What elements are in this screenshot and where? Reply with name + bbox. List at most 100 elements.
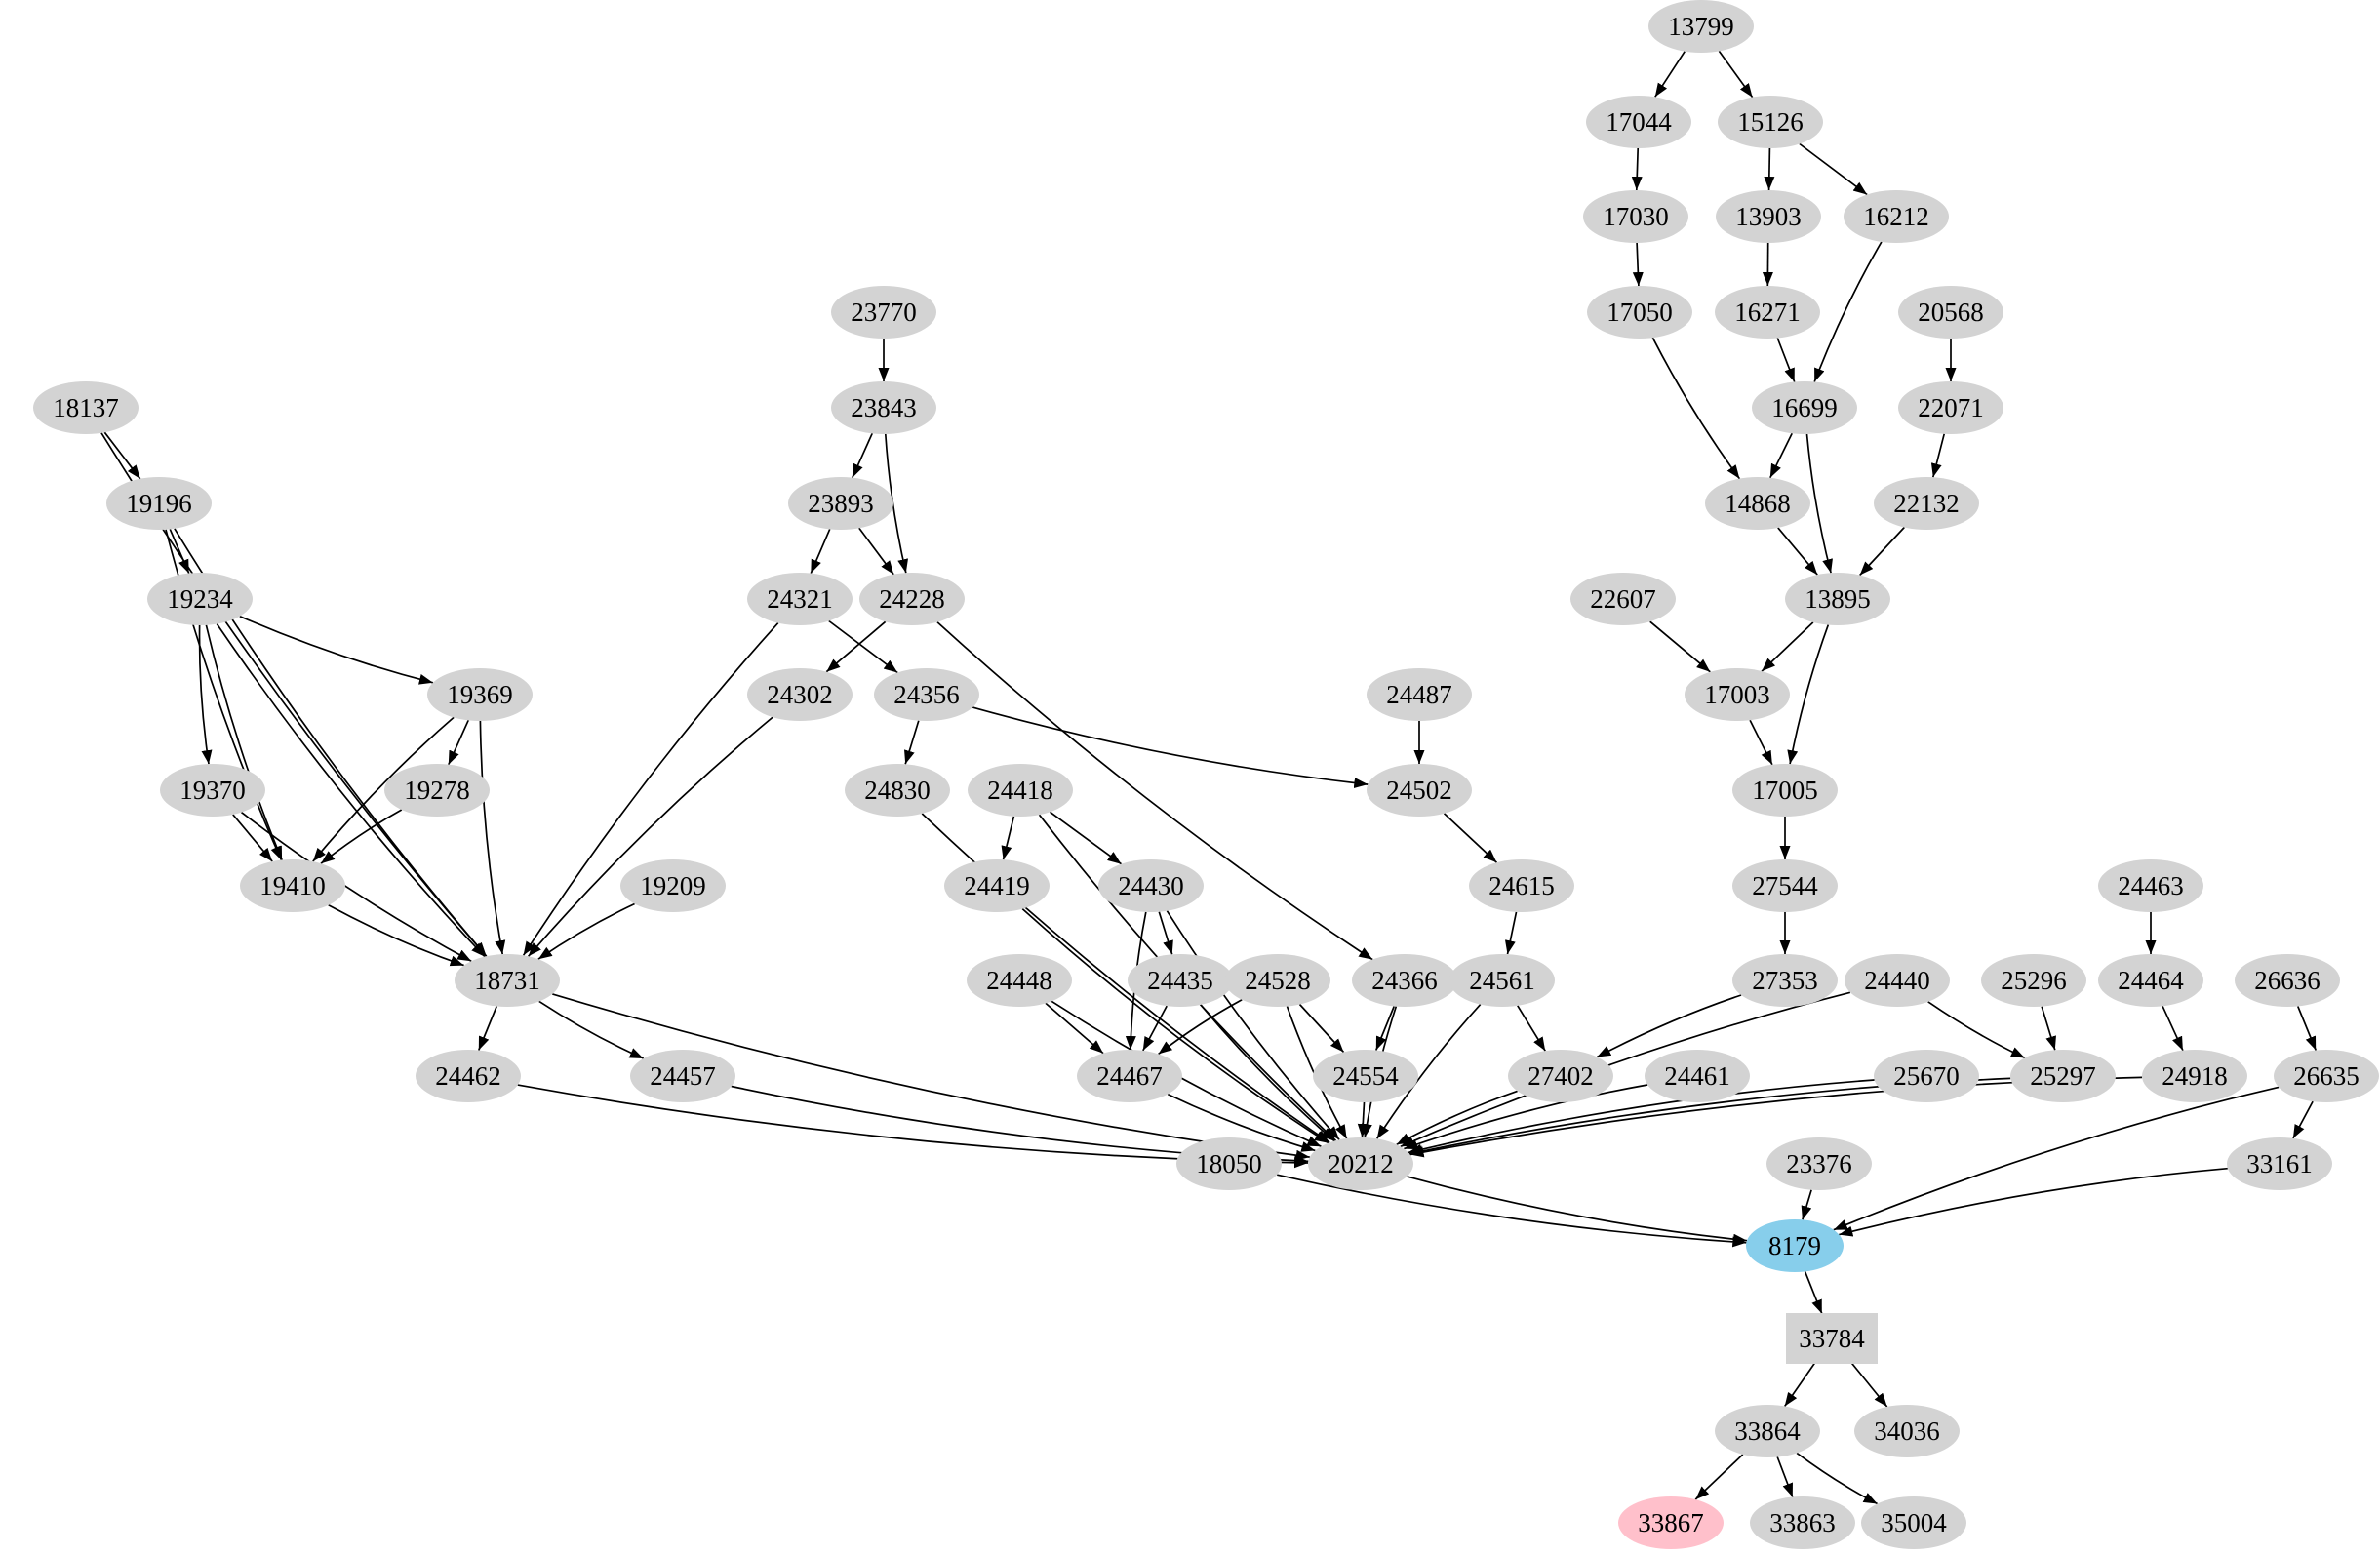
node-ellipse-26636 — [2235, 954, 2340, 1007]
graph-edge-24430-20212 — [1166, 910, 1340, 1140]
node-label-24435: 24435 — [1147, 966, 1213, 995]
graph-node-16212: 16212 — [1844, 190, 1949, 243]
graph-node-33863: 33863 — [1750, 1496, 1855, 1549]
graph-edge-26635-8179 — [1833, 1086, 2280, 1231]
graph-node-17005: 17005 — [1732, 764, 1838, 817]
graph-edge-22132-13895 — [1859, 526, 1905, 577]
graph-edge-24554-20212 — [1357, 1101, 1368, 1138]
graph-node-23843: 23843 — [831, 381, 936, 434]
node-label-24528: 24528 — [1245, 966, 1311, 995]
graph-node-35004: 35004 — [1861, 1496, 1966, 1549]
node-ellipse-24918 — [2142, 1050, 2247, 1102]
node-label-24561: 24561 — [1469, 966, 1535, 995]
node-label-24448: 24448 — [986, 966, 1052, 995]
node-label-34036: 34036 — [1874, 1416, 1940, 1446]
graph-node-33864: 33864 — [1715, 1405, 1820, 1457]
graph-node-27544: 27544 — [1732, 859, 1838, 912]
graph-edge-24528-24467 — [1158, 999, 1243, 1056]
graph-node-25297: 25297 — [2010, 1050, 2116, 1102]
graph-node-19278: 19278 — [384, 764, 490, 817]
node-label-17050: 17050 — [1606, 298, 1673, 327]
graph-edge-24561-20212 — [1375, 1004, 1482, 1139]
graph-node-8179: 8179 — [1746, 1219, 1844, 1272]
graph-edge-24321-24356 — [828, 619, 898, 674]
node-ellipse-19234 — [147, 573, 253, 625]
node-label-27402: 27402 — [1527, 1061, 1594, 1091]
graph-node-33161: 33161 — [2227, 1137, 2332, 1190]
graph-edge-23376-8179 — [1801, 1189, 1812, 1220]
node-ellipse-17003 — [1685, 668, 1790, 721]
graph-edge-14868-13895 — [1777, 527, 1818, 576]
node-ellipse-19369 — [427, 668, 533, 721]
node-ellipse-27402 — [1508, 1050, 1613, 1102]
node-ellipse-16699 — [1752, 381, 1857, 434]
node-ellipse-24554 — [1313, 1050, 1418, 1102]
node-ellipse-23770 — [831, 286, 936, 339]
graph-edge-24528-24554 — [1298, 1003, 1345, 1054]
node-label-33161: 33161 — [2246, 1149, 2313, 1178]
graph-edge-19278-19410 — [320, 809, 403, 864]
node-label-8179: 8179 — [1768, 1231, 1821, 1260]
graph-node-19209: 19209 — [620, 859, 726, 912]
node-label-33864: 33864 — [1734, 1416, 1801, 1446]
node-ellipse-19278 — [384, 764, 490, 817]
graph-edge-19234-18731 — [216, 623, 486, 958]
node-label-19369: 19369 — [447, 680, 513, 709]
node-label-25296: 25296 — [2001, 966, 2067, 995]
node-label-14868: 14868 — [1725, 489, 1791, 518]
graph-node-33784: 33784 — [1786, 1313, 1878, 1364]
graph-edge-19196-19410 — [165, 529, 283, 860]
node-label-13895: 13895 — [1805, 584, 1871, 614]
graph-edge-24461-20212 — [1404, 1084, 1648, 1150]
node-label-22071: 22071 — [1918, 393, 1984, 422]
graph-edge-16699-13895 — [1805, 433, 1833, 574]
graph-node-19196: 19196 — [106, 477, 212, 530]
graph-node-24440: 24440 — [1844, 954, 1950, 1007]
graph-edge-24356-24502 — [972, 706, 1368, 789]
graph-node-24228: 24228 — [859, 573, 965, 625]
graph-edge-17003-17005 — [1749, 719, 1773, 766]
node-ellipse-18137 — [33, 381, 139, 434]
node-label-24418: 24418 — [987, 776, 1053, 805]
node-ellipse-16271 — [1715, 286, 1820, 339]
node-ellipse-24419 — [944, 859, 1050, 912]
graph-node-24502: 24502 — [1367, 764, 1472, 817]
graph-node-19369: 19369 — [427, 668, 533, 721]
graph-node-24615: 24615 — [1469, 859, 1574, 912]
graph-edge-24418-24419 — [1001, 816, 1015, 860]
graph-edge-26636-26635 — [2297, 1006, 2317, 1051]
graph-edge-24228-24366 — [936, 621, 1373, 961]
node-label-17044: 17044 — [1606, 107, 1672, 137]
node-ellipse-17050 — [1587, 286, 1692, 339]
node-label-24830: 24830 — [864, 776, 931, 805]
graph-node-18050: 18050 — [1176, 1137, 1282, 1190]
graph-node-23893: 23893 — [788, 477, 893, 530]
node-label-17030: 17030 — [1603, 202, 1669, 231]
graph-edge-25670-20212 — [1408, 1079, 1875, 1155]
graph-edge-15126-16212 — [1799, 142, 1868, 196]
node-ellipse-25296 — [1981, 954, 2086, 1007]
node-label-19410: 19410 — [259, 871, 326, 900]
graph-node-18731: 18731 — [455, 954, 560, 1007]
node-ellipse-24528 — [1225, 954, 1330, 1007]
node-label-23843: 23843 — [851, 393, 917, 422]
graph-node-24321: 24321 — [747, 573, 853, 625]
graph-node-17030: 17030 — [1583, 190, 1688, 243]
node-ellipse-22607 — [1570, 573, 1676, 625]
graph-edge-13895-17003 — [1761, 621, 1814, 672]
graph-edge-24366-24554 — [1375, 1006, 1395, 1051]
node-ellipse-24435 — [1128, 954, 1233, 1007]
node-label-24487: 24487 — [1386, 680, 1452, 709]
graph-node-22607: 22607 — [1570, 573, 1676, 625]
node-ellipse-33863 — [1750, 1496, 1855, 1549]
graph-node-22132: 22132 — [1874, 477, 1979, 530]
graph-node-19370: 19370 — [160, 764, 265, 817]
node-ellipse-22132 — [1874, 477, 1979, 530]
graph-node-22071: 22071 — [1898, 381, 2003, 434]
node-label-15126: 15126 — [1737, 107, 1804, 137]
node-ellipse-19209 — [620, 859, 726, 912]
graph-node-14868: 14868 — [1705, 477, 1810, 530]
